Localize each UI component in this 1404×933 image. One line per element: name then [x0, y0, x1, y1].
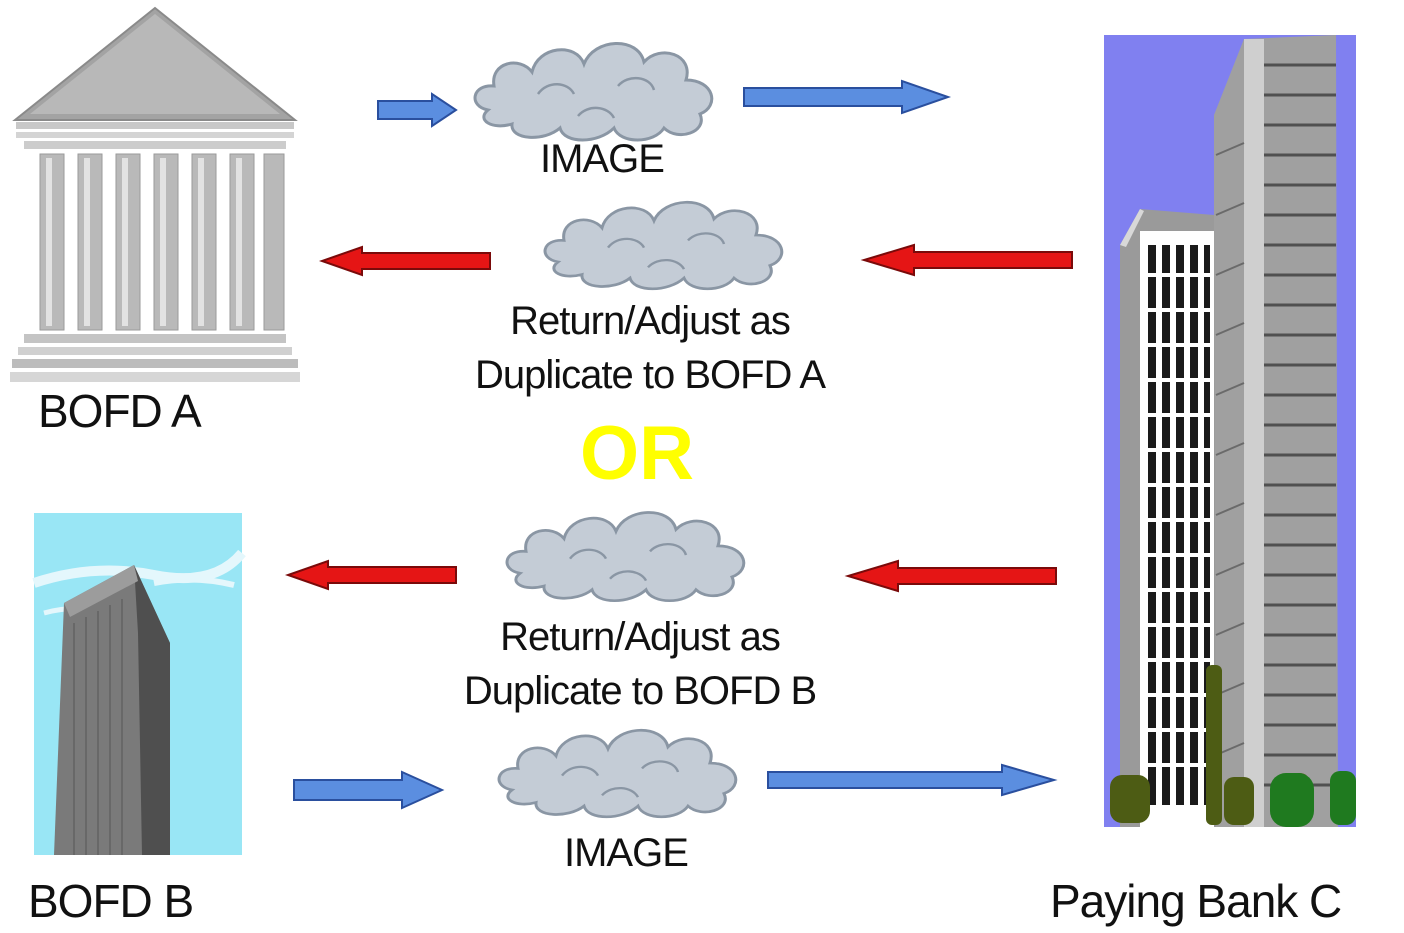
- return-arrow: [318, 245, 491, 277]
- paying-bank-label: Paying Bank C: [1050, 875, 1342, 927]
- forward-arrow: [377, 92, 458, 128]
- cloud-icon: [473, 41, 714, 142]
- return-caption-b-line2: Duplicate to BOFD B: [463, 669, 817, 713]
- bofd-a-label: BOFD A: [38, 385, 202, 437]
- return-arrow: [844, 559, 1057, 593]
- return-caption-b: Return/Adjust as Duplicate to BOFD B: [420, 610, 860, 718]
- return-caption-a-line2: Duplicate to BOFD A: [474, 353, 826, 397]
- forward-arrow: [767, 763, 1058, 797]
- bank-building-icon: [10, 6, 300, 382]
- return-caption-a: Return/Adjust as Duplicate to BOFD A: [432, 294, 868, 402]
- image-label-b: IMAGE: [564, 831, 689, 875]
- forward-arrow: [743, 79, 952, 115]
- return-caption-a-line1: Return/Adjust as: [510, 299, 791, 343]
- cloud-icon: [543, 200, 784, 291]
- office-tower-icon: [32, 513, 246, 855]
- bofd-b-label: BOFD B: [28, 875, 194, 927]
- image-label-a: IMAGE: [540, 137, 665, 181]
- return-arrow: [860, 243, 1073, 277]
- return-arrow: [284, 559, 457, 591]
- return-caption-b-line1: Return/Adjust as: [500, 615, 781, 659]
- cloud-icon: [497, 728, 738, 819]
- or-separator: OR: [580, 411, 694, 496]
- forward-arrow: [293, 770, 445, 810]
- skyscraper-icon: [1104, 35, 1356, 827]
- cloud-icon: [505, 510, 746, 603]
